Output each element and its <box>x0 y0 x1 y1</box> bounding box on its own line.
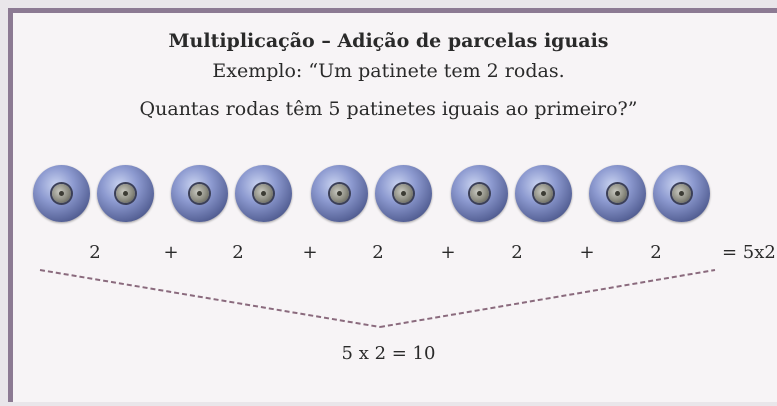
term-number: 2 <box>650 242 662 263</box>
term-number: 2 <box>372 242 384 263</box>
question-text: Quantas rodas têm 5 patinetes iguais ao … <box>139 98 638 120</box>
plus-sign: + <box>440 242 456 263</box>
example-text: Exemplo: “Um patinete tem 2 rodas. <box>212 60 565 82</box>
term-number: 2 <box>89 242 101 263</box>
term-number: 2 <box>511 242 523 263</box>
wheel-icon <box>171 165 228 222</box>
wheel-icon <box>653 165 710 222</box>
equals-product: = 5x2 <box>722 242 776 263</box>
term-number: 2 <box>232 242 244 263</box>
wheel-icon <box>235 165 292 222</box>
plus-sign: + <box>579 242 595 263</box>
wheel-icon <box>311 165 368 222</box>
heading: Multiplicação – Adição de parcelas iguai… <box>168 30 609 52</box>
wheel-icon <box>515 165 572 222</box>
plus-sign: + <box>163 242 179 263</box>
wheel-icon <box>589 165 646 222</box>
plus-sign: + <box>302 242 318 263</box>
wheel-icon <box>97 165 154 222</box>
wheel-icon <box>451 165 508 222</box>
wheel-icon <box>375 165 432 222</box>
wheel-icon <box>33 165 90 222</box>
result-equation: 5 x 2 = 10 <box>341 343 436 364</box>
